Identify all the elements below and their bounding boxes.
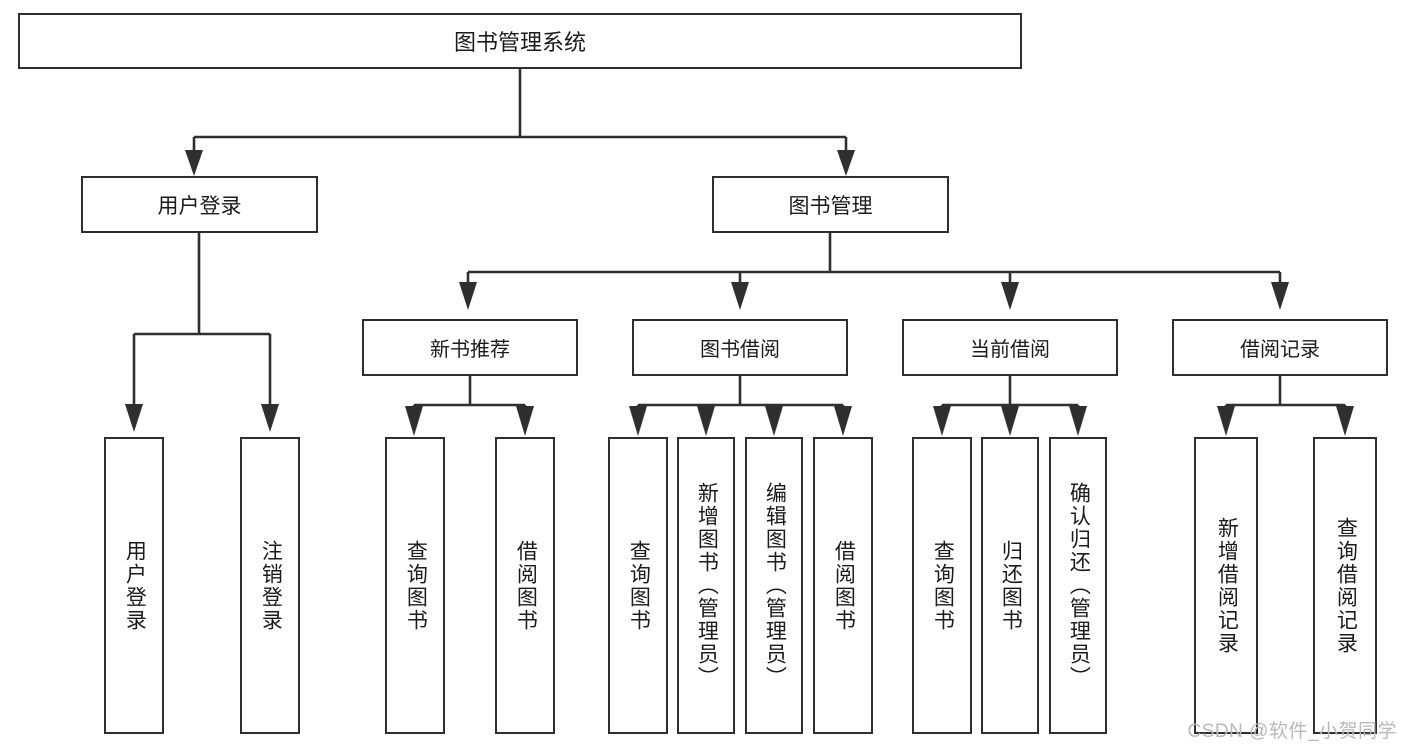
- node-leaf-query-book-1[interactable]: 查询图书: [385, 437, 445, 734]
- node-leaf-borrow-book-2-label: 借阅图书: [832, 539, 856, 632]
- node-leaf-logout[interactable]: 注销登录: [240, 437, 300, 734]
- node-book-borrow[interactable]: 图书借阅: [632, 319, 848, 376]
- node-new-book-recommend-label: 新书推荐: [430, 339, 510, 361]
- node-leaf-borrow-book-2[interactable]: 借阅图书: [813, 437, 873, 734]
- node-book-borrow-label: 图书借阅: [700, 339, 780, 361]
- node-leaf-confirm-return-label: 确认归还（管理员）: [1067, 482, 1091, 689]
- node-leaf-borrow-book-1-label: 借阅图书: [514, 539, 538, 632]
- node-leaf-return-book[interactable]: 归还图书: [981, 437, 1039, 734]
- node-leaf-query-book-3-label: 查询图书: [931, 539, 955, 632]
- node-book-manage[interactable]: 图书管理: [712, 176, 949, 233]
- node-borrow-record[interactable]: 借阅记录: [1172, 319, 1388, 376]
- csdn-watermark: CSDN @软件_小贺同学: [1187, 721, 1397, 742]
- node-leaf-add-record[interactable]: 新增借阅记录: [1194, 437, 1258, 734]
- node-root-label: 图书管理系统: [453, 30, 586, 55]
- node-user-login[interactable]: 用户登录: [81, 176, 318, 233]
- node-leaf-query-book-2-label: 查询图书: [627, 539, 651, 632]
- node-user-login-label: 用户登录: [157, 194, 242, 218]
- node-leaf-query-record-label: 查询借阅记录: [1334, 516, 1358, 655]
- node-current-borrow[interactable]: 当前借阅: [902, 319, 1118, 376]
- node-current-borrow-label: 当前借阅: [970, 339, 1050, 361]
- node-root[interactable]: 图书管理系统: [18, 13, 1022, 69]
- node-leaf-logout-label: 注销登录: [259, 539, 283, 632]
- node-leaf-borrow-book-1[interactable]: 借阅图书: [495, 437, 555, 734]
- node-leaf-user-login-label: 用户登录: [123, 539, 147, 632]
- node-leaf-add-record-label: 新增借阅记录: [1215, 516, 1239, 655]
- node-leaf-edit-book[interactable]: 编辑图书（管理员）: [745, 437, 803, 734]
- node-leaf-add-book[interactable]: 新增图书（管理员）: [677, 437, 735, 734]
- node-borrow-record-label: 借阅记录: [1240, 339, 1320, 361]
- node-leaf-return-book-label: 归还图书: [999, 539, 1023, 632]
- node-leaf-confirm-return[interactable]: 确认归还（管理员）: [1049, 437, 1107, 734]
- node-leaf-query-book-3[interactable]: 查询图书: [912, 437, 972, 734]
- node-book-manage-label: 图书管理: [788, 194, 873, 218]
- node-leaf-query-book-2[interactable]: 查询图书: [608, 437, 668, 734]
- node-new-book-recommend[interactable]: 新书推荐: [362, 319, 578, 376]
- node-leaf-query-record[interactable]: 查询借阅记录: [1313, 437, 1377, 734]
- node-leaf-edit-book-label: 编辑图书（管理员）: [763, 482, 787, 689]
- node-leaf-query-book-1-label: 查询图书: [404, 539, 428, 632]
- node-leaf-add-book-label: 新增图书（管理员）: [695, 482, 719, 689]
- node-leaf-user-login[interactable]: 用户登录: [104, 437, 164, 734]
